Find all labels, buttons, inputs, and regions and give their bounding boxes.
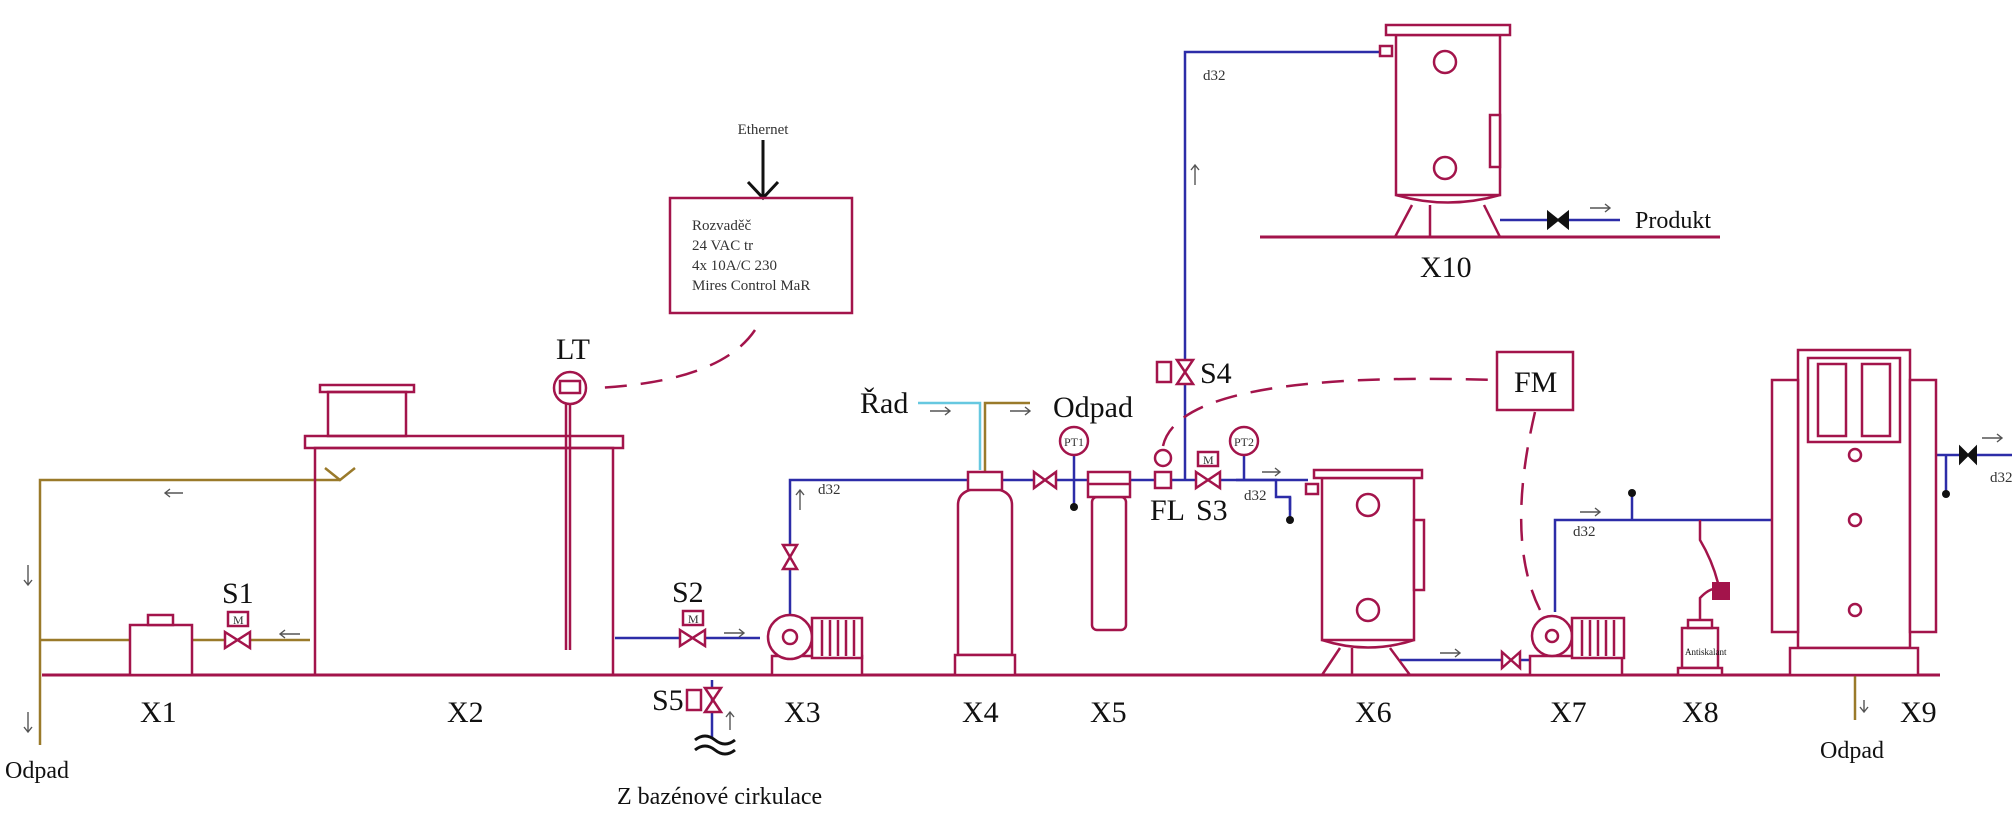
x10-product-tank [1378,23,1512,238]
drain-point-x9 [1942,490,1950,498]
x7-label: X7 [1550,696,1587,729]
d32-label-x10: d32 [1203,68,1226,84]
signal-lines [594,329,1542,611]
d32-label-x9: d32 [1990,470,2012,486]
feed-pipe [918,401,982,470]
x8-label: X8 [1682,696,1719,729]
s1-label: S1 [222,577,254,610]
control-box-line-4: Mires Control MaR [692,278,810,294]
control-box-line-3: 4x 10A/C 230 [692,258,777,274]
control-box [668,196,854,315]
s5-label: S5 [652,684,684,717]
x3-label: X3 [784,696,821,729]
x10-label: X10 [1420,251,1472,284]
svg-text:M: M [1203,453,1214,467]
x8-antiscalant-doser: Antiskalant [1676,520,1730,677]
flow-arrows [23,163,2004,734]
d32-label-x3: d32 [818,482,841,498]
x6-label: X6 [1355,696,1392,729]
pt1-pressure-gauge: PT1 [1058,425,1090,511]
svg-text:PT1: PT1 [1064,435,1084,449]
valve-before-x5 [1032,469,1058,491]
x2-label: X2 [447,696,484,729]
lt-level-transmitter: LT [552,333,590,650]
s3-valve: M [1194,450,1222,491]
svg-text:Antiskalant: Antiskalant [1685,647,1727,657]
x6-vessel [1304,468,1426,676]
odpad-label-left: Odpad [5,758,69,784]
fl-label: FL [1150,494,1185,527]
lt-label: LT [556,333,590,366]
s3-label: S3 [1196,494,1228,527]
check-valve-x3 [780,543,800,571]
s4-valve [1155,358,1196,386]
svg-text:M: M [688,612,699,626]
x2-tank [303,383,625,677]
x5-label: X5 [1090,696,1127,729]
s5-valve [685,686,736,756]
valve-before-x7 [1500,649,1522,671]
x7-pump [1528,614,1626,677]
x5-filter [1086,470,1132,632]
ethernet-label: Ethernet [738,122,790,138]
s1-valve: M [223,610,252,651]
fl-flow-switch: FL [1150,448,1185,527]
s2-label: S2 [672,576,704,609]
x4-label: X4 [962,696,999,729]
x9-label: X9 [1900,696,1937,729]
valve-product [1547,209,1569,231]
rad-label: Řad [860,387,908,420]
x1-tank [128,613,194,677]
x3-pump [766,613,864,677]
odpad-label-right: Odpad [1820,738,1884,764]
s4-label: S4 [1200,357,1232,390]
d32-label-x7: d32 [1573,524,1596,540]
x4-softener [953,470,1017,677]
vent-point-x7 [1628,489,1636,520]
drain-point-x6 [1286,497,1294,524]
waste-piping [38,401,1857,745]
pool-circulation-label: Z bazénové cirkulace [617,784,822,810]
produkt-label: Produkt [1635,208,1711,234]
pt2-pressure-gauge: PT2 [1228,425,1260,480]
control-box-line-2: 24 VAC tr [692,238,753,254]
svg-text:M: M [233,613,244,627]
control-box-line-1: Rozvaděč [692,218,751,234]
valve-x9-outlet [1959,444,1977,466]
d32-label-x6: d32 [1244,488,1267,504]
x9-ro-unit [1770,348,1938,677]
odpad-label-top: Odpad [1053,391,1133,424]
x1-label: X1 [140,696,177,729]
svg-text:PT2: PT2 [1234,435,1254,449]
s2-valve: M [678,609,707,649]
fm-label: FM [1514,366,1557,399]
fm-flowmeter: FM [1495,350,1575,412]
